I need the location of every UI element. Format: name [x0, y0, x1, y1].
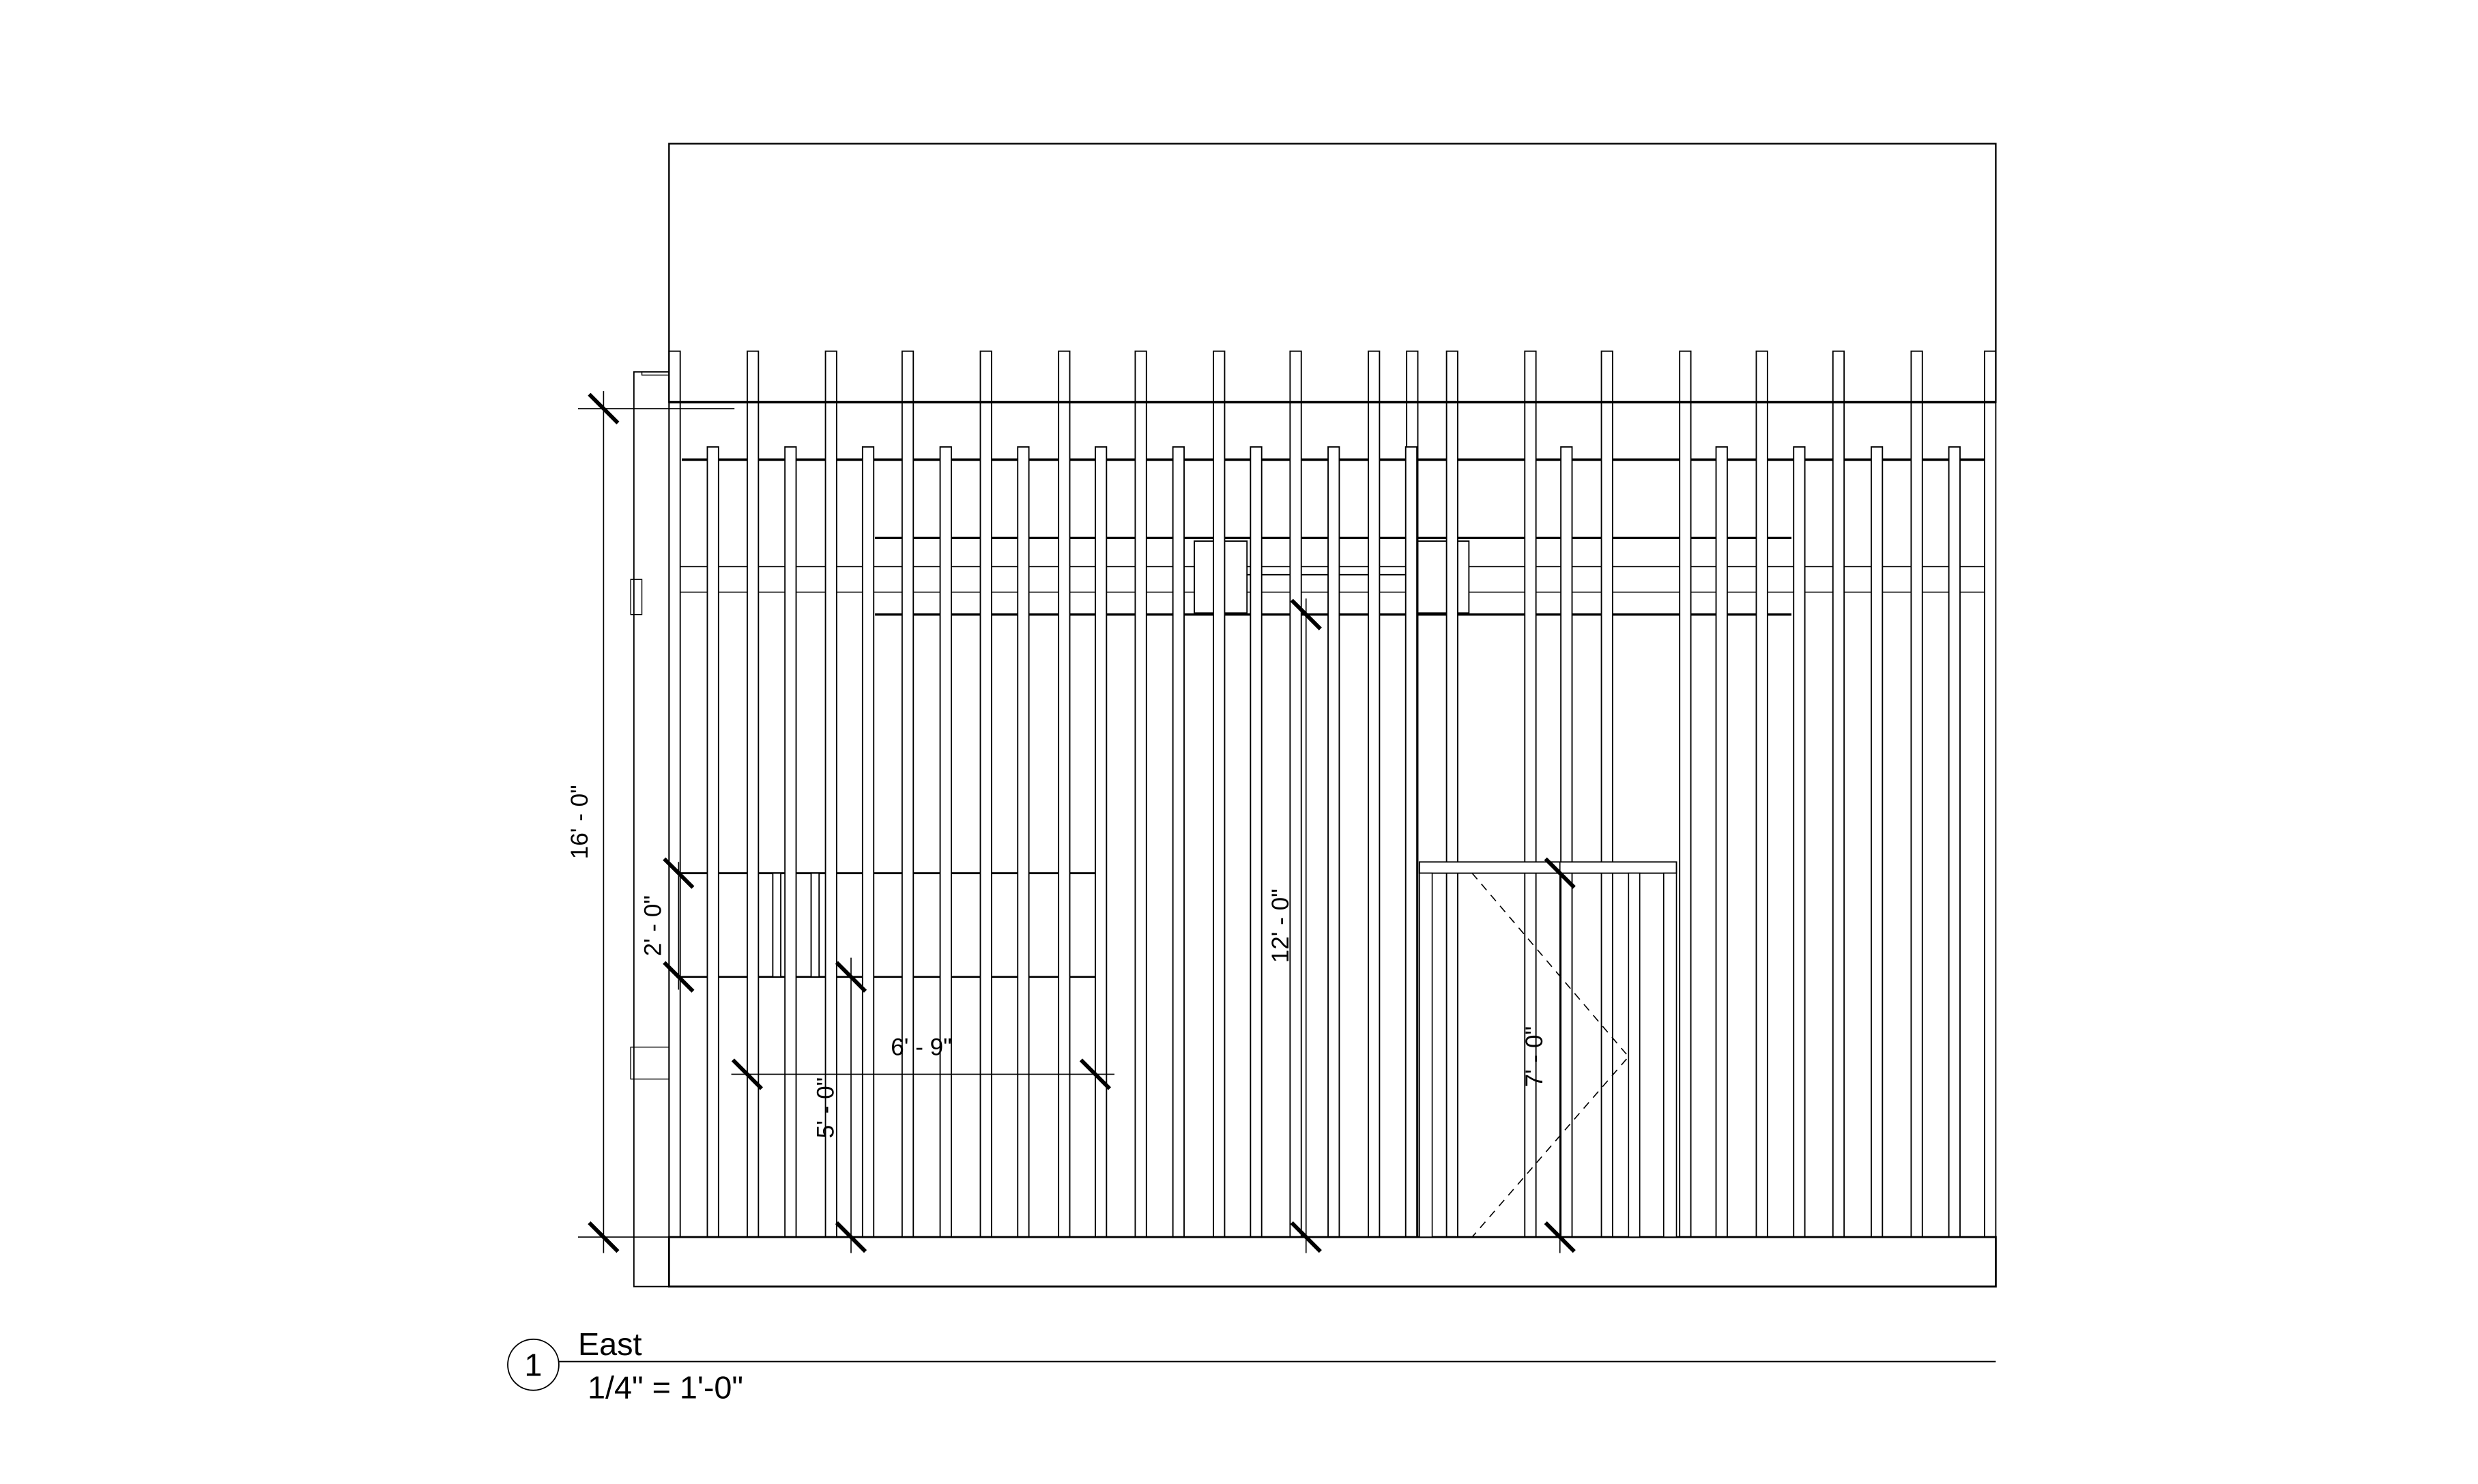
view-number: 1 — [524, 1348, 542, 1383]
stud — [1289, 350, 1302, 1238]
stud — [1404, 446, 1418, 1238]
wall-framing — [668, 350, 1997, 1238]
view-name: East — [578, 1326, 642, 1362]
dimension-tick — [1290, 1221, 1322, 1253]
stud — [784, 446, 797, 1238]
dim-text: 16' - 0" 2' - 0" 5' - 0" 6' - 9" 12' - 0… — [566, 785, 1548, 1138]
dimension-tick — [1544, 857, 1576, 889]
stud — [1524, 350, 1537, 1238]
dimension-tick — [1079, 1058, 1112, 1090]
stud — [1793, 446, 1806, 1238]
roof-box — [668, 143, 1997, 404]
stud — [979, 350, 992, 1238]
stud — [1213, 350, 1226, 1238]
stud — [1560, 446, 1573, 1238]
stud — [668, 350, 681, 1238]
stud — [1095, 446, 1108, 1238]
dimension-tick — [1544, 1221, 1576, 1253]
stud — [1755, 350, 1768, 1238]
stud — [1368, 350, 1381, 1238]
dim-plate-height: 12' - 0" — [1267, 888, 1294, 963]
dim-overall-height: 16' - 0" — [566, 785, 593, 859]
stud — [1600, 350, 1613, 1238]
stud — [901, 350, 914, 1238]
dimension-tick — [1290, 598, 1322, 630]
blocking-box — [1415, 540, 1470, 614]
dimension-tick — [588, 392, 620, 425]
dimension-tick — [835, 1221, 867, 1253]
view-number-bubble — [507, 1338, 560, 1391]
stud — [1948, 446, 1961, 1238]
dimension-tick — [731, 1058, 764, 1090]
stud — [1250, 446, 1263, 1238]
stud — [1984, 350, 1997, 1238]
stud — [861, 446, 875, 1238]
dim-door-height: 7' - 0" — [1521, 1026, 1548, 1087]
dimension-tick — [835, 961, 867, 993]
door-opening — [1418, 861, 1677, 1238]
stud — [939, 446, 952, 1238]
dim-window-sill-height: 5' - 0" — [812, 1077, 839, 1138]
view-title: 1 East 1/4" = 1'-0" — [507, 1326, 1996, 1405]
stud — [1017, 446, 1030, 1238]
stud — [1870, 446, 1884, 1238]
dimension-lines — [577, 391, 1576, 1253]
stud — [1832, 350, 1845, 1238]
stud — [1134, 350, 1147, 1238]
stud — [1058, 350, 1071, 1238]
stud — [706, 446, 719, 1238]
stud — [1445, 350, 1458, 1238]
dimension-tick — [663, 857, 695, 889]
dimension-tick — [588, 1221, 620, 1253]
stud — [1327, 446, 1340, 1238]
window-stud — [810, 872, 820, 978]
stud — [747, 350, 760, 1238]
dim-window-height: 2' - 0" — [640, 895, 667, 956]
window-stud — [772, 872, 782, 978]
dimension-tick — [663, 961, 695, 993]
stud — [1679, 350, 1692, 1238]
view-scale: 1/4" = 1'-0" — [588, 1369, 743, 1405]
stud — [1715, 446, 1728, 1238]
bottom-plate — [630, 371, 1997, 1288]
stud — [1910, 350, 1923, 1238]
stud — [1172, 446, 1185, 1238]
dim-window-width: 6' - 9" — [891, 1034, 951, 1060]
